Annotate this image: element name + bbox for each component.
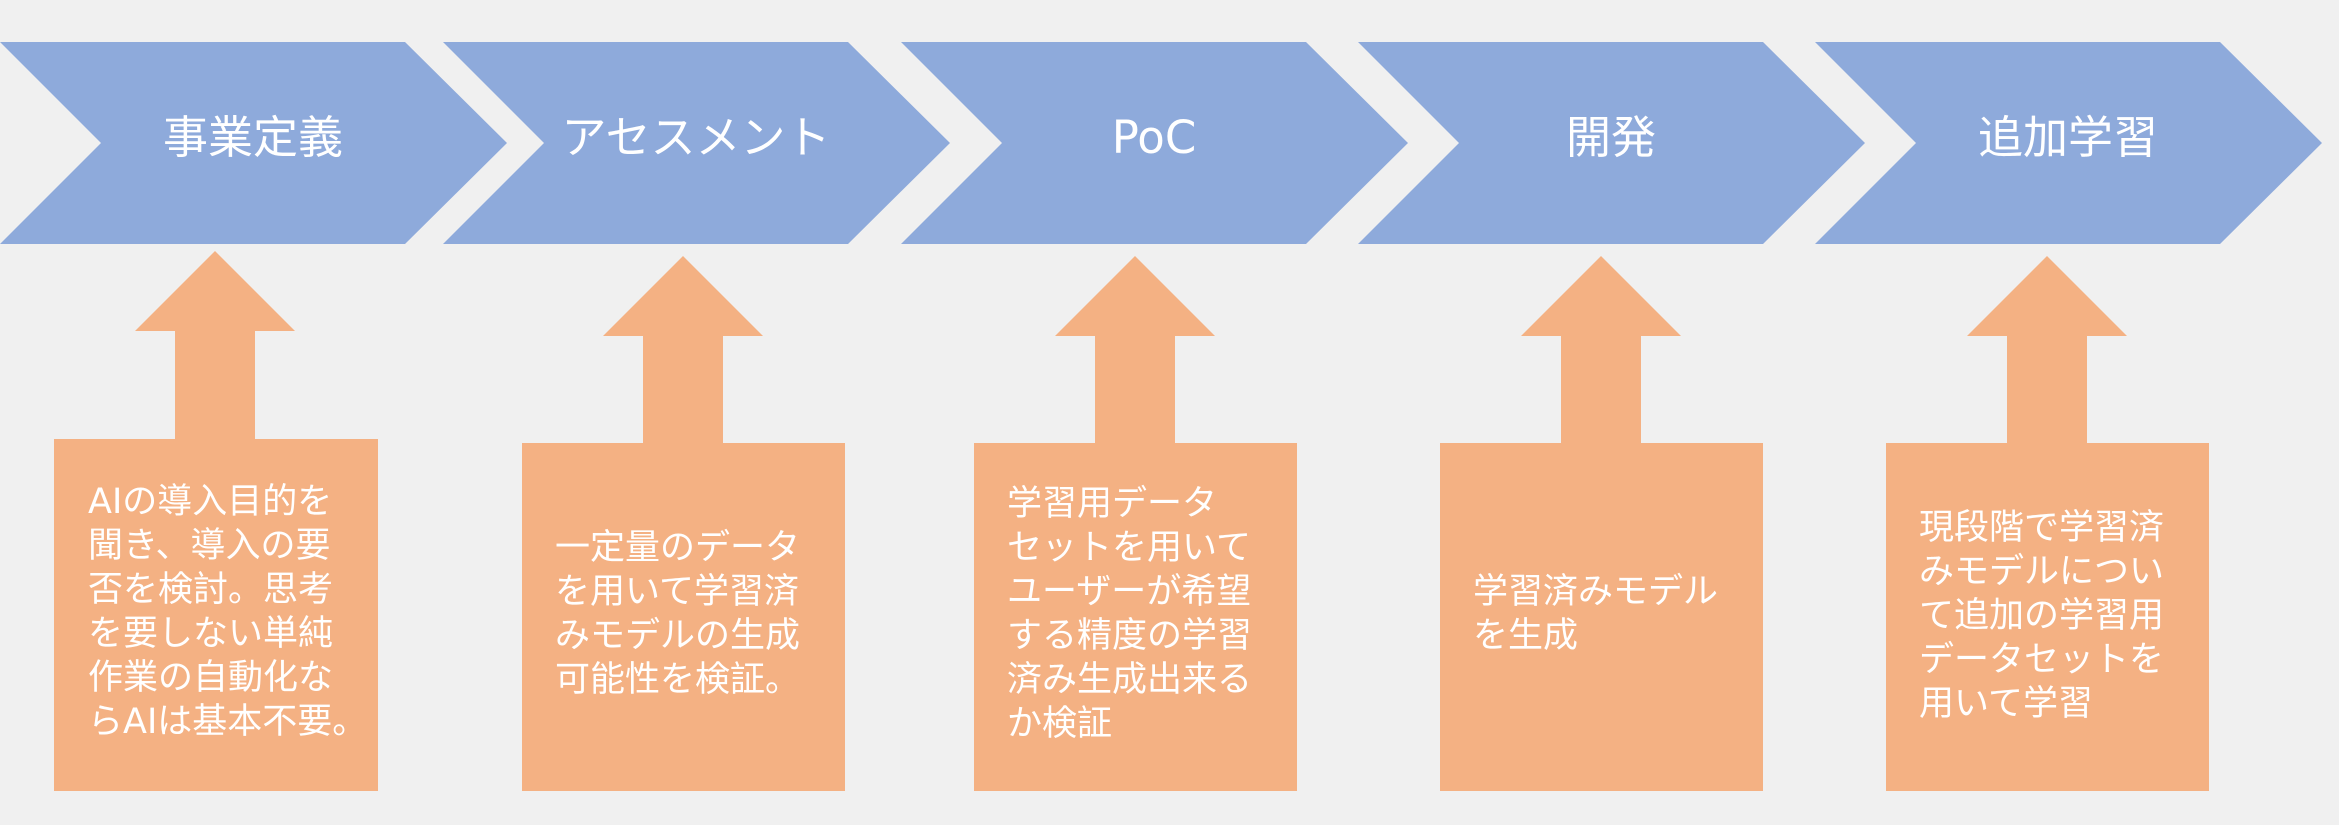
step-description-3: 学習用データ セットを用いて ユーザーが希望 する精度の学習 済み生成出来る か…	[1007, 484, 1253, 744]
description-box-2	[522, 443, 845, 791]
description-box-3	[974, 443, 1297, 791]
description-box-5	[1886, 443, 2209, 791]
step-description-4: 学習済みモデル を生成	[1473, 572, 1719, 656]
up-arrow-2	[603, 256, 763, 444]
step-label-4: 開発	[1565, 111, 1656, 164]
chevron-step-4	[1358, 42, 1865, 244]
chevron-step-5	[1815, 42, 2322, 244]
up-arrow-3	[1055, 256, 1215, 444]
step-label-1: 事業定義	[162, 111, 343, 164]
up-arrow-1	[135, 251, 295, 440]
chevron-step-3	[901, 42, 1408, 244]
chevron-step-1	[0, 42, 507, 244]
step-description-2: 一定量のデータ を用いて学習済 みモデルの生成 可能性を検証。	[555, 528, 801, 700]
description-box-1	[54, 439, 378, 791]
step-label-3: PoC	[1111, 111, 1197, 164]
chevron-step-2	[443, 42, 950, 244]
description-box-4	[1440, 443, 1763, 791]
step-description-1: AIの導入目的を 聞き、導入の要 否を検討。思考 を要しない単純 作業の自動化な…	[88, 482, 368, 742]
step-description-5: 現段階で学習済 みモデルについ て追加の学習用 データセットを 用いて学習	[1919, 508, 2165, 724]
up-arrow-4	[1521, 256, 1681, 444]
step-label-2: アセスメント	[561, 111, 831, 164]
up-arrow-5	[1967, 256, 2127, 444]
step-label-5: 追加学習	[1977, 111, 2158, 164]
